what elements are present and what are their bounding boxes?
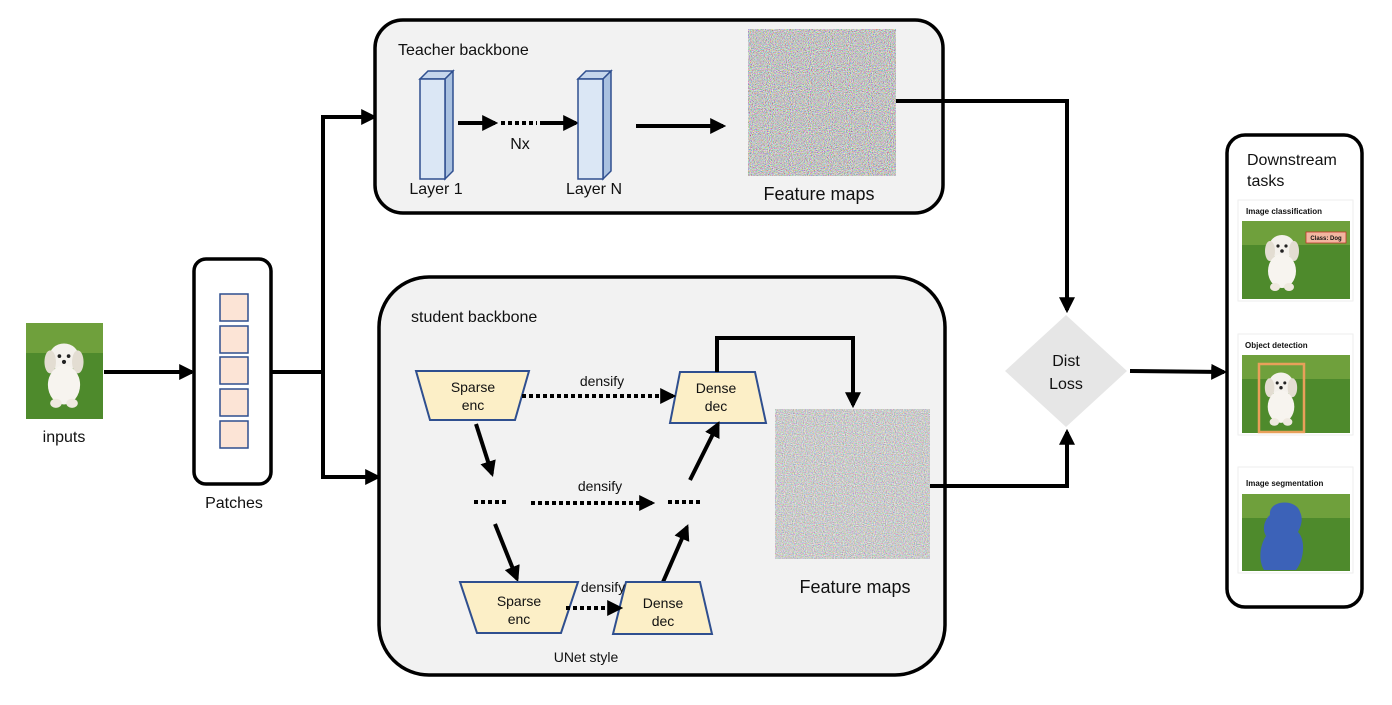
class-badge-text: Class: Dog — [1310, 236, 1342, 242]
patch — [219, 356, 249, 385]
repeat-label: Nx — [510, 136, 530, 153]
arrow-dec-up-2 — [688, 421, 720, 481]
task-classification: Image classification Class: Dog — [1237, 199, 1354, 302]
unet-style-label: UNet style — [554, 649, 619, 665]
arrow-teacher-to-loss — [896, 99, 1075, 314]
input-image — [26, 323, 103, 419]
layer-n-label: Layer N — [566, 181, 622, 198]
task1-label: Image classification — [1246, 207, 1322, 216]
arrow-enc-down-2 — [493, 523, 520, 582]
layer-n-block — [576, 69, 613, 181]
noise-feature-map — [748, 29, 896, 176]
arrow-patches-to-student — [321, 372, 382, 485]
dense-dec-bottom-line2: dec — [652, 613, 675, 629]
arrow-student-to-loss — [930, 428, 1075, 488]
downstream-title-line1: Downstream — [1247, 152, 1337, 169]
arrow-enc-down-1 — [474, 423, 496, 478]
patch — [219, 325, 249, 354]
arrow-decoder-to-features — [715, 336, 861, 409]
arrow-loss-to-downstream — [1129, 363, 1228, 380]
layer-1-block — [418, 69, 455, 181]
arrow-patches-to-teacher — [271, 109, 378, 374]
loss-label-line1: Dist — [1052, 353, 1080, 370]
segmentation-mask — [1260, 502, 1304, 570]
class-badge — [1305, 231, 1347, 244]
sparse-enc-bottom-line2: enc — [508, 611, 531, 627]
dense-decoder-bottom — [611, 581, 714, 635]
patch-stack — [219, 293, 249, 449]
task-detection: Object detection — [1237, 333, 1354, 436]
dist-loss-diamond — [1005, 315, 1127, 427]
teacher-title: Teacher backbone — [398, 42, 529, 59]
patches-label: Patches — [205, 495, 263, 512]
downstream-title-line2: tasks — [1247, 173, 1284, 190]
student-title: student backbone — [411, 309, 537, 326]
sparse-encoder-top — [414, 370, 531, 421]
patch — [219, 420, 249, 449]
layer-1-label: Layer 1 — [409, 181, 462, 198]
inputs-label: inputs — [43, 429, 86, 446]
dense-dec-bottom-line1: Dense — [643, 595, 684, 611]
sparse-enc-bottom-line1: Sparse — [497, 593, 542, 609]
task2-label: Object detection — [1245, 341, 1308, 350]
sparse-encoder-bottom — [458, 581, 580, 634]
detection-box — [1257, 362, 1306, 434]
sparse-enc-top-line2: enc — [462, 397, 485, 413]
patch — [219, 293, 249, 322]
student-features-label: Feature maps — [799, 577, 910, 597]
densify-label-bottom: densify — [581, 579, 625, 595]
teacher-features-label: Feature maps — [763, 184, 874, 204]
patch — [219, 388, 249, 417]
noise-feature-map — [775, 409, 930, 559]
task-segmentation: Image segmentation — [1237, 466, 1354, 574]
dense-decoder-top — [668, 371, 768, 424]
densify-label-middle: densify — [578, 478, 622, 494]
task3-label: Image segmentation — [1246, 479, 1323, 488]
dense-dec-top-line1: Dense — [696, 380, 737, 396]
loss-label-line2: Loss — [1049, 376, 1083, 393]
sparse-enc-top-line1: Sparse — [451, 379, 496, 395]
arrow-dec-up-1 — [661, 524, 690, 583]
densify-label-top: densify — [580, 373, 624, 389]
dense-dec-top-line2: dec — [705, 398, 728, 414]
